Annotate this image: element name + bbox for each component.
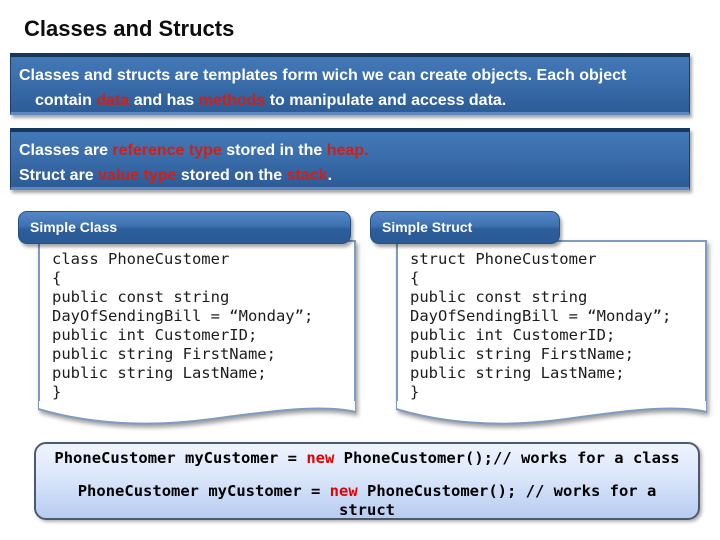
class-code: class PhoneCustomer { public const strin… (52, 250, 314, 401)
instantiation-line-class: PhoneCustomer myCustomer = new PhoneCust… (36, 449, 698, 468)
keyword-methods: methods (198, 92, 266, 109)
intro-banner-line2: contain data and has methods to manipula… (19, 88, 681, 113)
class-code-body: class PhoneCustomer { public const strin… (38, 240, 356, 402)
wave-edge-icon (396, 401, 707, 425)
struct-code: struct PhoneCustomer { public const stri… (410, 250, 672, 401)
intro-line2-mid: and has (129, 92, 199, 109)
inst-line1-pre: PhoneCustomer myCustomer = (54, 449, 307, 467)
intro-line2-pre: contain (35, 92, 97, 109)
storage-banner: Classes are reference type stored in the… (10, 128, 690, 190)
intro-banner: Classes and structs are templates form w… (10, 53, 690, 115)
keyword-new: new (329, 482, 358, 500)
simple-struct-header: Simple Struct (370, 211, 560, 244)
keyword-data: data (96, 92, 130, 109)
intro-line1-text: Classes and structs are templates form w… (19, 67, 627, 84)
class-code-box: class PhoneCustomer { public const strin… (38, 240, 356, 427)
struct-code-body: struct PhoneCustomer { public const stri… (396, 240, 707, 402)
inst-line2-pre: PhoneCustomer myCustomer = (77, 482, 330, 500)
storage-line2-mid: stored on the (176, 167, 287, 184)
simple-class-header: Simple Class (18, 211, 351, 244)
keyword-stack: stack (286, 167, 328, 184)
storage-line1-mid: stored in the (221, 142, 327, 159)
instantiation-box: PhoneCustomer myCustomer = new PhoneCust… (34, 442, 700, 520)
intro-banner-line1: Classes and structs are templates form w… (19, 63, 681, 88)
inst-line1-post: PhoneCustomer();// works for a class (334, 449, 680, 467)
struct-code-box: struct PhoneCustomer { public const stri… (396, 240, 707, 427)
keyword-value-type: value type (98, 167, 177, 184)
instantiation-line-struct-wrap: struct (339, 501, 395, 519)
wave-edge-icon (38, 401, 356, 425)
intro-line2-post: to manipulate and access data. (265, 92, 507, 109)
keyword-reference-type: reference type (112, 142, 222, 159)
inst-line2-post: PhoneCustomer(); // works for a (357, 482, 657, 500)
keyword-new: new (306, 449, 335, 467)
storage-line1-pre: Classes are (19, 142, 113, 159)
keyword-heap: heap. (326, 142, 369, 159)
slide-title: Classes and Structs (24, 16, 235, 41)
instantiation-line-struct: PhoneCustomer myCustomer = new PhoneCust… (36, 482, 698, 501)
storage-banner-line2: Struct are value type stored on the stac… (19, 163, 681, 188)
storage-line2-post: . (327, 167, 333, 184)
storage-line2-pre: Struct are (19, 167, 99, 184)
storage-banner-line1: Classes are reference type stored in the… (19, 138, 681, 163)
